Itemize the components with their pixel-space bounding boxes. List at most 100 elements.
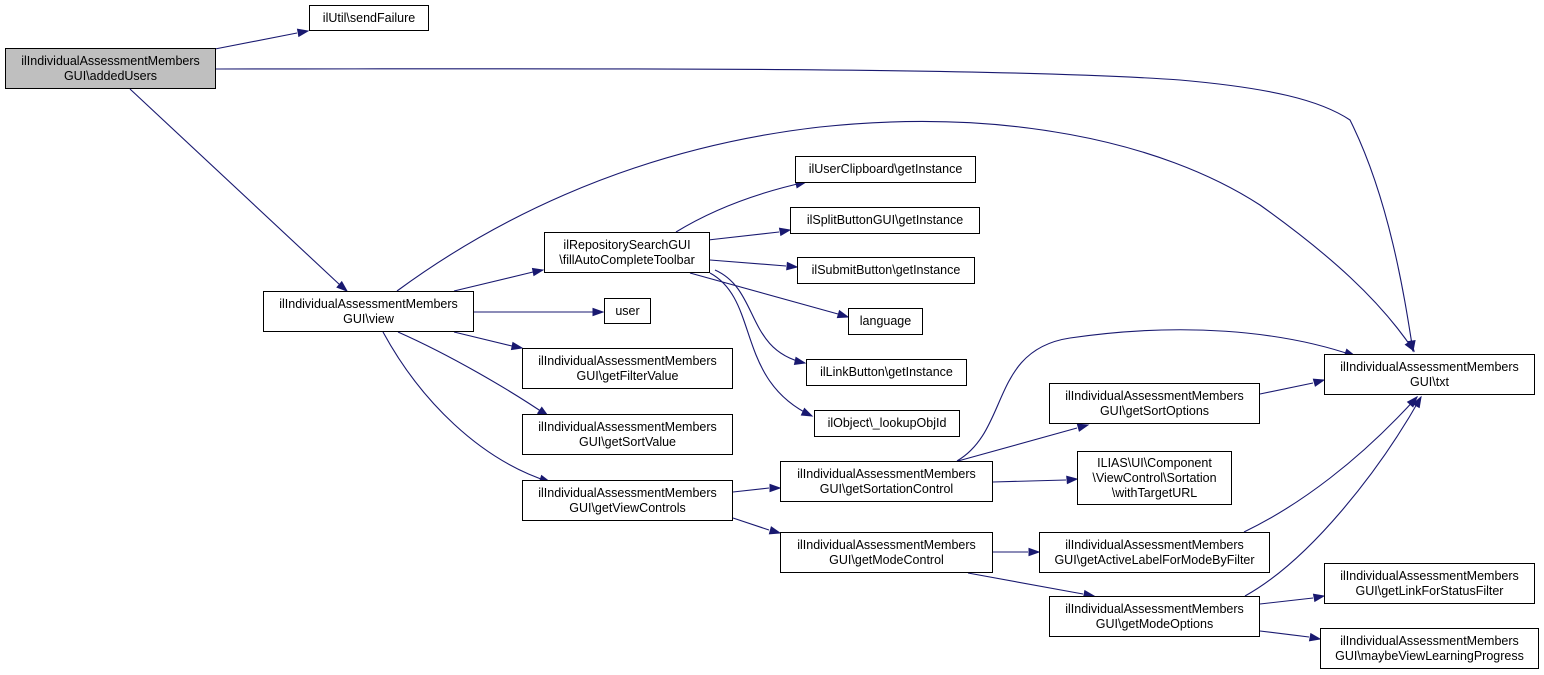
arrowhead: [336, 280, 349, 292]
node-label-line: GUI\getModeOptions: [1095, 616, 1214, 631]
arrowhead: [1076, 423, 1090, 432]
node-with-target-u-r-l[interactable]: ILIAS\UI\Component\ViewControl\Sortation…: [1077, 451, 1232, 505]
node-label-line: ILIAS\UI\Component: [1097, 455, 1212, 470]
node-label-line: GUI\getSortationControl: [819, 481, 954, 496]
node-label-line: GUI\getSortOptions: [1099, 403, 1210, 418]
edge-getModeControl-to-getModeOptions: [967, 572, 1096, 599]
arrowhead: [296, 28, 310, 38]
node-send-failure[interactable]: ilUtil\sendFailure: [309, 5, 429, 31]
node-label-line: ilIndividualAssessmentMembers: [1065, 388, 1244, 403]
edge-line: [453, 331, 513, 347]
node-label-line: GUI\view: [343, 311, 394, 326]
edge-fillAuto-to-linkButton: [714, 269, 807, 365]
node-label-line: ilIndividualAssessmentMembers: [1065, 537, 1244, 552]
node-label-line: ilIndividualAssessmentMembers: [797, 537, 976, 552]
node-label-line: ilSubmitButton\getInstance: [811, 263, 961, 277]
node-label-line: ilObject\_lookupObjId: [827, 416, 947, 430]
node-label-line: ilIndividualAssessmentMembers: [538, 419, 717, 434]
edge-line: [957, 427, 1078, 462]
edge-getSortationControl-to-withTargetURL: [992, 475, 1079, 485]
node-clipboard[interactable]: ilUserClipboard\getInstance: [795, 156, 976, 183]
arrowhead: [768, 526, 782, 535]
edge-getViewControls-to-getSortationControl: [732, 483, 782, 493]
node-label-line: GUI\addedUsers: [63, 68, 158, 83]
node-label: ilRepositorySearchGUI\fillAutoCompleteTo…: [559, 238, 695, 268]
arrowhead: [1066, 475, 1079, 485]
node-label-line: ilIndividualAssessmentMembers: [1340, 633, 1519, 648]
edge-line: [1259, 382, 1314, 395]
node-link-button[interactable]: ilLinkButton\getInstance: [806, 359, 967, 386]
arrowhead: [1312, 378, 1326, 387]
edge-fillAuto-to-clipboard: [675, 180, 808, 233]
edge-fillAuto-to-submitButton: [709, 259, 799, 271]
node-label-line: ilIndividualAssessmentMembers: [538, 353, 717, 368]
edge-line: [453, 271, 534, 292]
node-label-line: \fillAutoCompleteToolbar: [559, 252, 695, 267]
edge-line: [732, 517, 770, 531]
edge-addedUsers-to-sendFailure: [214, 28, 310, 50]
node-user[interactable]: user: [604, 298, 651, 324]
node-split-button[interactable]: ilSplitButtonGUI\getInstance: [790, 207, 980, 234]
node-label-line: language: [859, 314, 912, 328]
arrowhead: [1412, 395, 1422, 409]
node-label: user: [615, 304, 639, 319]
arrowhead: [592, 307, 605, 317]
node-label: ilUserClipboard\getInstance: [809, 162, 963, 177]
node-language[interactable]: language: [848, 308, 923, 335]
node-label-line: ilIndividualAssessmentMembers: [797, 466, 976, 481]
node-fill-auto[interactable]: ilRepositorySearchGUI\fillAutoCompleteTo…: [544, 232, 710, 273]
arrowhead: [1404, 339, 1415, 353]
edge-line: [214, 32, 298, 50]
node-label-line: GUI\getLinkForStatusFilter: [1355, 583, 1504, 598]
edge-line: [709, 272, 813, 417]
edge-view-to-getFilterValue: [453, 331, 524, 351]
edge-line: [1259, 630, 1310, 638]
node-label-line: ilIndividualAssessmentMembers: [1340, 568, 1519, 583]
edge-line: [992, 479, 1067, 483]
edge-line: [732, 487, 770, 493]
edge-fillAuto-to-lookupObjId: [709, 272, 814, 417]
edge-addedUsers-to-view: [129, 88, 349, 292]
edge-getSortOptions-to-txt: [1259, 378, 1326, 395]
edge-line: [707, 231, 780, 241]
edge-getModeControl-to-getActiveLabel: [993, 547, 1041, 557]
node-submit-button[interactable]: ilSubmitButton\getInstance: [797, 257, 975, 284]
edge-line: [675, 181, 807, 233]
edge-line: [396, 121, 1415, 352]
arrowhead: [1312, 593, 1326, 603]
arrowhead: [836, 309, 850, 319]
node-label-line: ilLinkButton\getInstance: [820, 365, 953, 379]
node-lookup-obj-id[interactable]: ilObject\_lookupObjId: [814, 410, 960, 437]
edge-line: [714, 269, 806, 364]
node-label-line: GUI\getFilterValue: [576, 368, 679, 383]
edge-line: [397, 331, 549, 417]
edge-view-to-fillAuto: [453, 267, 545, 292]
node-label-line: GUI\txt: [1410, 374, 1449, 389]
arrowhead: [531, 267, 545, 277]
edge-line: [709, 259, 787, 267]
